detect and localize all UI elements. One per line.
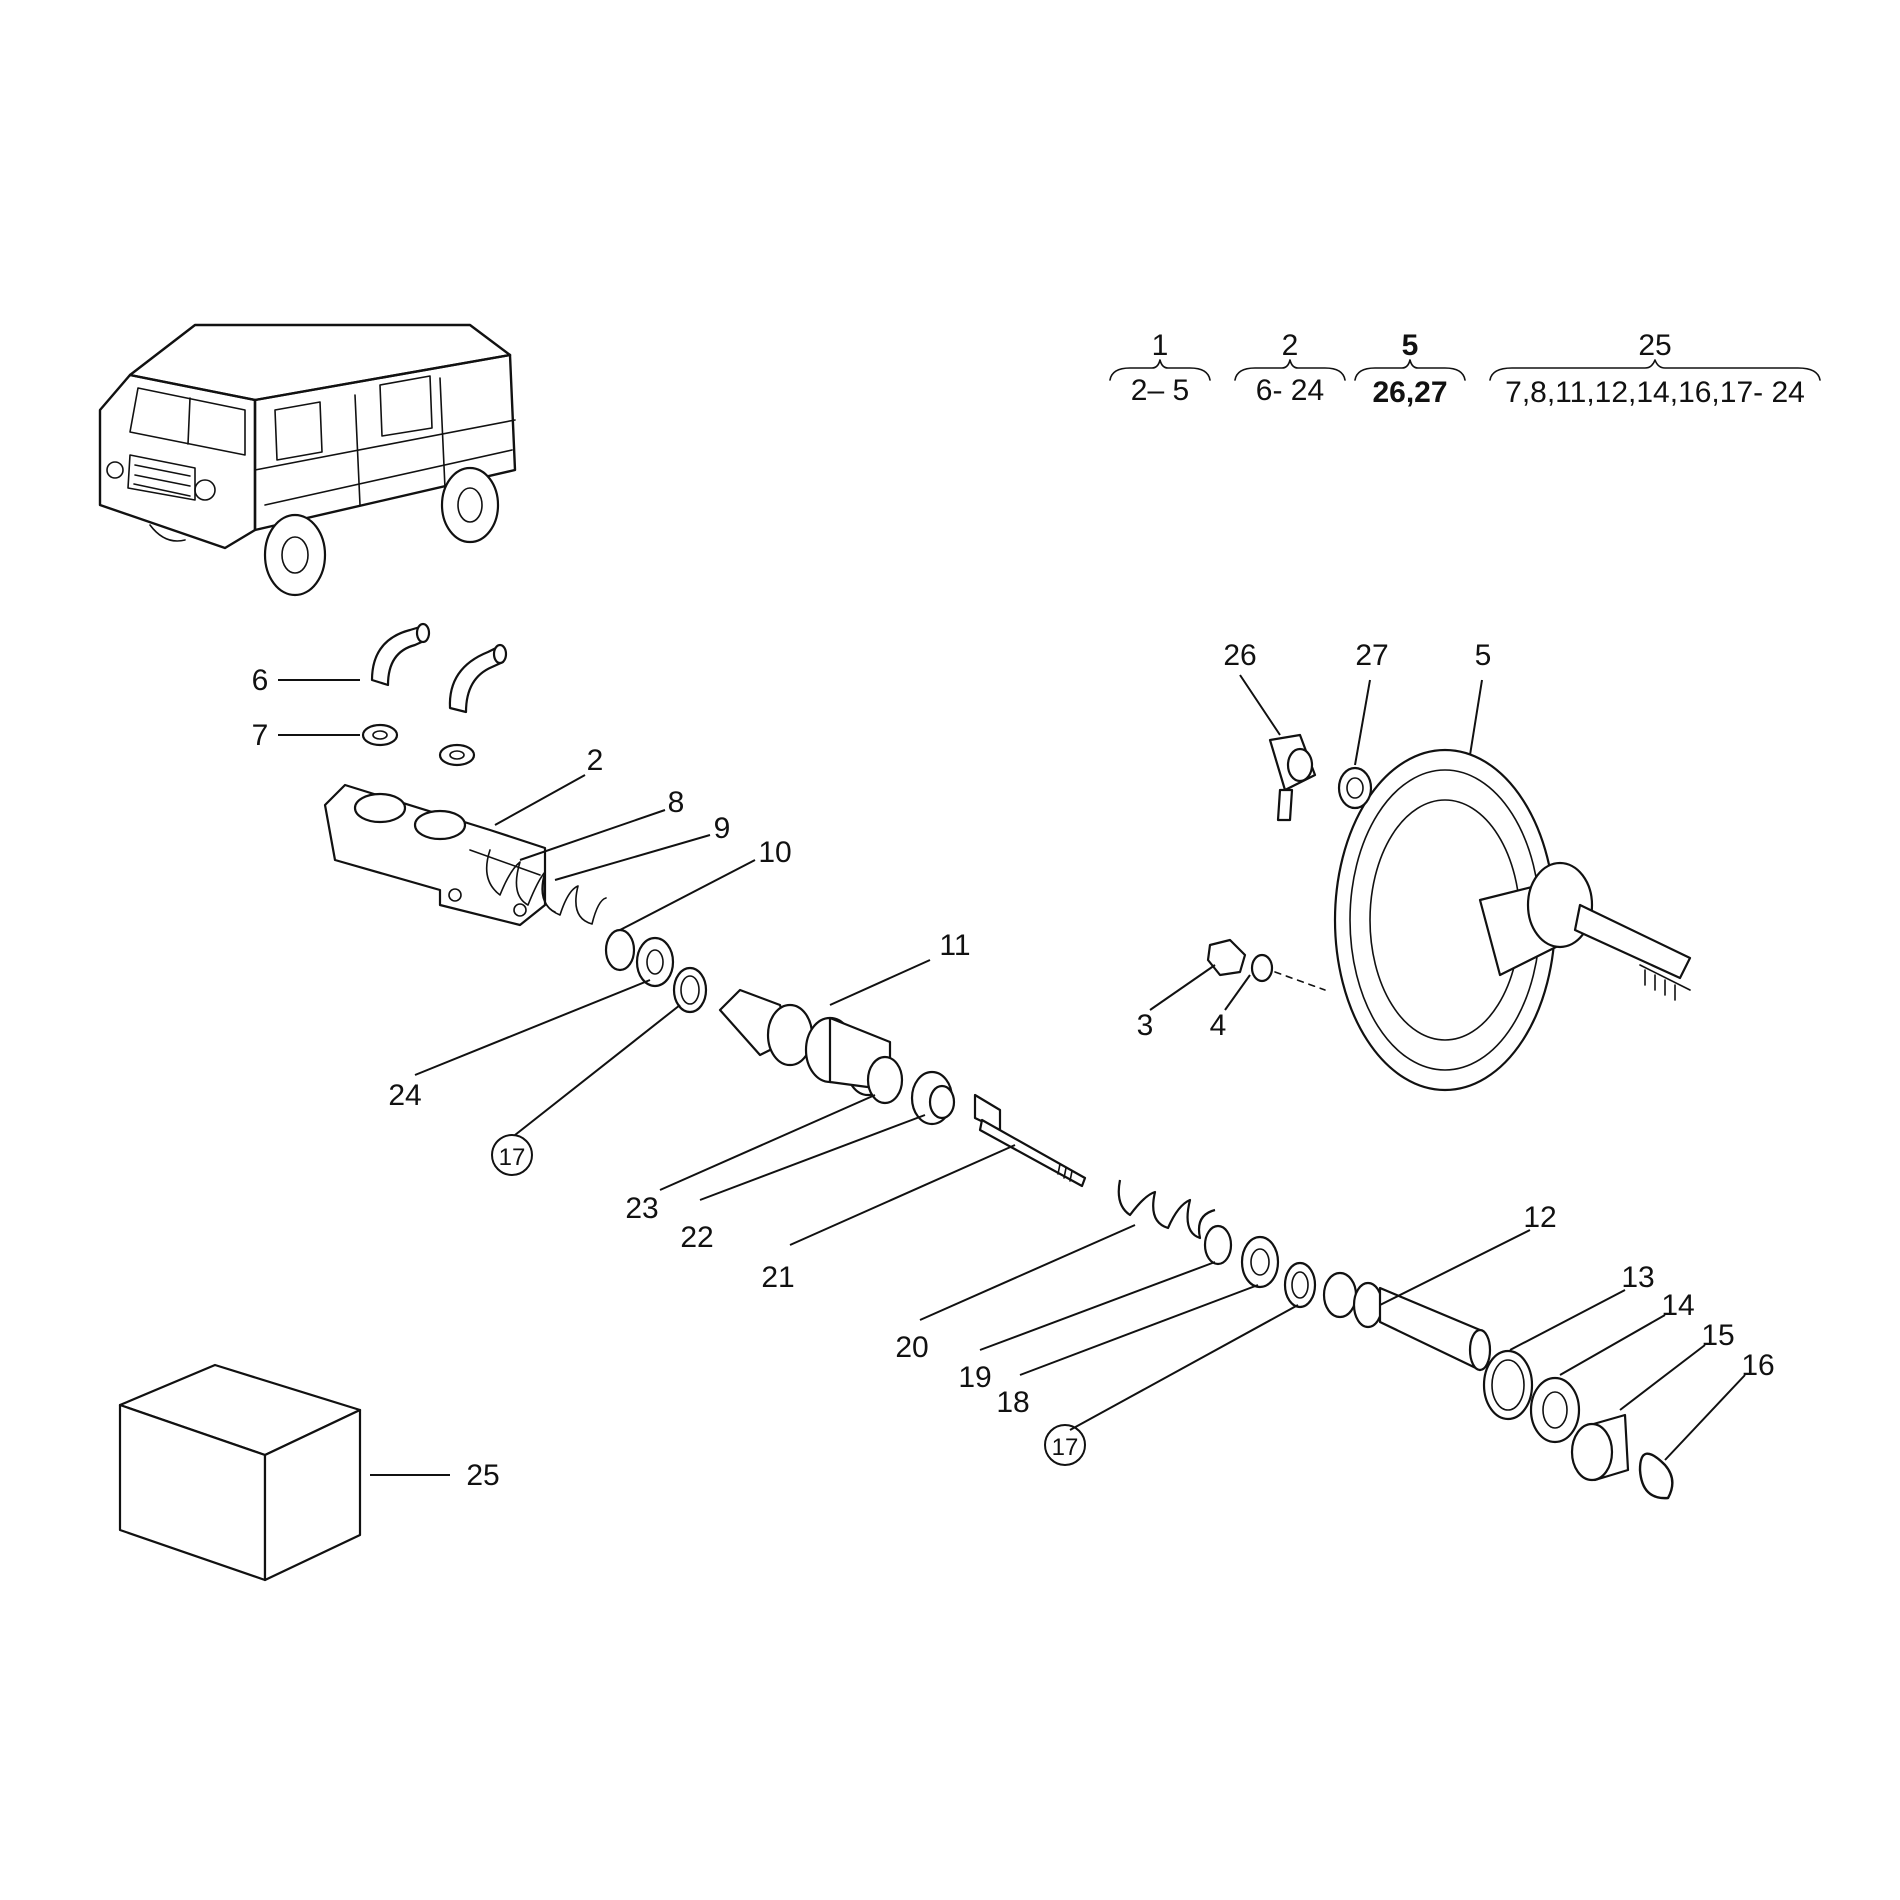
kit-box bbox=[118, 1363, 362, 1582]
group-5-range: 26,27 bbox=[1372, 376, 1447, 409]
group-2-brace bbox=[1234, 359, 1346, 381]
group-5-head: 5 bbox=[1402, 329, 1419, 362]
group-5: 5 26,27 bbox=[1354, 329, 1466, 409]
callout-12: 12 bbox=[1523, 1201, 1556, 1234]
group-legend: 1 2– 5 2 6- 24 5 26,27 25 7,8,11,12,14,1… bbox=[1109, 329, 1821, 409]
callout-17a-circle bbox=[491, 1134, 533, 1176]
piston-seals-right bbox=[1117, 1179, 1317, 1309]
callout-5: 5 bbox=[1475, 639, 1492, 672]
vehicle-illustration bbox=[98, 323, 517, 597]
end-parts bbox=[1482, 1349, 1674, 1500]
callout-16: 16 bbox=[1741, 1349, 1774, 1382]
callout-27: 27 bbox=[1355, 639, 1388, 672]
leader-lines bbox=[278, 674, 1746, 1476]
callout-3: 3 bbox=[1137, 1009, 1154, 1042]
group-2-range: 6- 24 bbox=[1256, 374, 1324, 407]
piston-seals-mid bbox=[866, 1055, 1087, 1188]
callout-11: 11 bbox=[939, 929, 970, 962]
callout-10: 10 bbox=[758, 836, 791, 869]
callout-15: 15 bbox=[1701, 1319, 1734, 1352]
callout-6: 6 bbox=[252, 664, 269, 697]
group-25-brace bbox=[1489, 359, 1821, 381]
secondary-piston bbox=[1322, 1271, 1492, 1372]
group-1-range: 2– 5 bbox=[1131, 374, 1189, 407]
callout-4: 4 bbox=[1210, 1009, 1227, 1042]
callout-19: 19 bbox=[958, 1361, 991, 1394]
callout-8: 8 bbox=[668, 786, 685, 819]
callout-9: 9 bbox=[714, 812, 731, 845]
seal-parts-left bbox=[604, 928, 708, 1014]
callout-2: 2 bbox=[587, 744, 604, 777]
group-1-brace bbox=[1109, 359, 1211, 381]
callout-26: 26 bbox=[1223, 639, 1256, 672]
group-25-head: 25 bbox=[1638, 329, 1671, 362]
callout-17b-circle bbox=[1044, 1424, 1086, 1466]
group-5-brace bbox=[1354, 359, 1466, 381]
group-2: 2 6- 24 bbox=[1234, 329, 1346, 407]
callouts: 6 7 2 8 9 10 11 24 17 23 22 21 20 19 18 … bbox=[252, 639, 1775, 1492]
group-25: 25 7,8,11,12,14,16,17- 24 bbox=[1489, 329, 1821, 409]
callout-25: 25 bbox=[466, 1459, 499, 1492]
callout-13: 13 bbox=[1621, 1261, 1654, 1294]
callout-17b: 17 bbox=[1052, 1434, 1079, 1461]
callout-23: 23 bbox=[625, 1192, 658, 1225]
callout-24: 24 bbox=[388, 1079, 421, 1112]
group-25-range: 7,8,11,12,14,16,17- 24 bbox=[1505, 376, 1805, 409]
callout-14: 14 bbox=[1661, 1289, 1694, 1322]
hose-fittings bbox=[361, 622, 508, 767]
callout-21: 21 bbox=[761, 1261, 794, 1294]
group-1-head: 1 bbox=[1152, 329, 1169, 362]
group-1: 1 2– 5 bbox=[1109, 329, 1211, 407]
callout-20: 20 bbox=[895, 1331, 928, 1364]
primary-piston bbox=[718, 988, 892, 1097]
callout-18: 18 bbox=[996, 1386, 1029, 1419]
group-2-head: 2 bbox=[1282, 329, 1299, 362]
brake-booster bbox=[1206, 733, 1692, 1092]
callout-7: 7 bbox=[252, 719, 269, 752]
callout-22: 22 bbox=[680, 1221, 713, 1254]
master-cylinder bbox=[323, 783, 607, 927]
callout-17a: 17 bbox=[499, 1144, 526, 1171]
